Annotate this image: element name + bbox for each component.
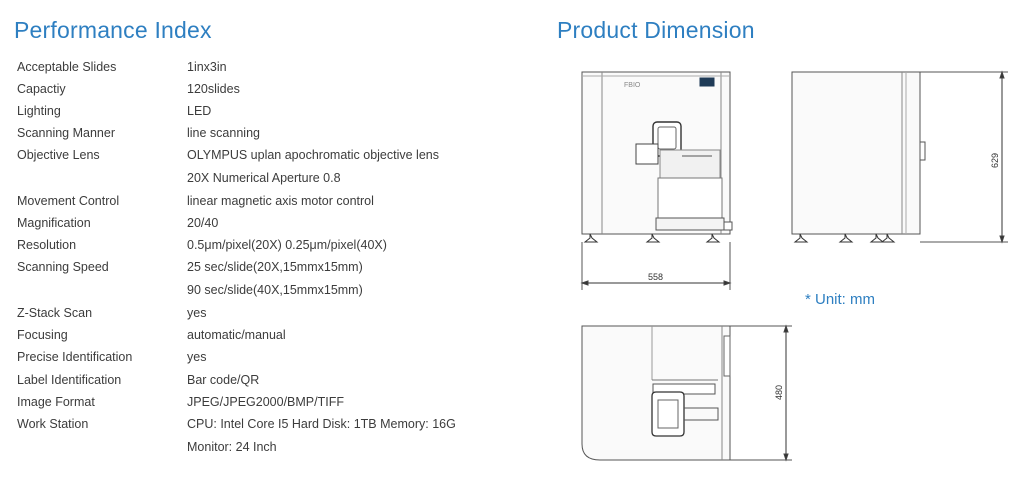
spec-key: Resolution (17, 238, 77, 252)
spec-key: Scanning Manner (17, 126, 115, 140)
spec-key: Magnification (17, 216, 91, 230)
spec-row-resolution: Resolution 0.5μm/pixel(20X) 0.25μm/pixel… (17, 234, 537, 256)
spec-value: CPU: Intel Core I5 Hard Disk: 1TB Memory… (187, 417, 456, 431)
spec-value: yes (187, 306, 207, 320)
spec-value: 120slides (187, 82, 240, 96)
spec-key: Scanning Speed (17, 260, 109, 274)
spec-key: Z-Stack Scan (17, 306, 93, 320)
spec-value: 25 sec/slide(20X,15mmx15mm) (187, 260, 363, 274)
spec-value: 20X Numerical Aperture 0.8 (187, 171, 341, 185)
front-view-drawing (580, 71, 733, 290)
spec-row-z-stack-scan: Z-Stack Scan yes (17, 302, 537, 324)
spec-row-magnification: Magnification 20/40 (17, 212, 537, 234)
spec-value: linear magnetic axis motor control (187, 194, 374, 208)
spec-key: Objective Lens (17, 148, 100, 162)
spec-value: Bar code/QR (187, 373, 260, 387)
spec-row-objective-lens-cont: 20X Numerical Aperture 0.8 (17, 167, 537, 189)
spec-row-precise-identification: Precise Identification yes (17, 346, 537, 368)
spec-row-lighting: Lighting LED (17, 100, 537, 122)
spec-value: Monitor: 24 Inch (187, 440, 277, 454)
spec-key: Image Format (17, 395, 95, 409)
spec-key: Work Station (17, 417, 89, 431)
unit-note: * Unit: mm (805, 291, 876, 308)
spec-row-focusing: Focusing automatic/manual (17, 324, 537, 346)
spec-row-capacity: Capactiy 120slides (17, 78, 537, 100)
spec-value: OLYMPUS uplan apochromatic objective len… (187, 148, 439, 162)
spec-key: Precise Identification (17, 350, 133, 364)
spec-value: JPEG/JPEG2000/BMP/TIFF (187, 395, 344, 409)
spec-value: yes (187, 350, 207, 364)
performance-index-title: Performance Index (14, 17, 212, 43)
spec-value: 90 sec/slide(40X,15mmx15mm) (187, 283, 363, 297)
height-label: 629 (990, 153, 1000, 168)
spec-row-work-station: Work Station CPU: Intel Core I5 Hard Dis… (17, 413, 537, 435)
spec-row-acceptable-slides: Acceptable Slides 1inx3in (17, 56, 537, 78)
spec-value: 20/40 (187, 216, 219, 230)
spec-value: 0.5μm/pixel(20X) 0.25μm/pixel(40X) (187, 238, 387, 252)
spec-row-movement-control: Movement Control linear magnetic axis mo… (17, 190, 537, 212)
depth-label: 480 (774, 385, 784, 400)
product-dimension-title: Product Dimension (557, 17, 755, 43)
width-label: 558 (648, 272, 663, 282)
spec-key: Lighting (17, 104, 61, 118)
spec-value: 1inx3in (187, 60, 227, 74)
spec-key: Capactiy (17, 82, 66, 96)
spec-row-work-station-cont: Monitor: 24 Inch (17, 436, 537, 458)
spec-key: Acceptable Slides (17, 60, 117, 74)
brand-label: FBIO (624, 82, 641, 89)
spec-value: automatic/manual (187, 328, 286, 342)
spec-key: Label Identification (17, 373, 122, 387)
side-view-drawing (791, 70, 1008, 244)
spec-row-label-identification: Label Identification Bar code/QR (17, 369, 537, 391)
spec-row-objective-lens: Objective Lens OLYMPUS uplan apochromati… (17, 144, 537, 166)
spec-row-scanning-speed: Scanning Speed 25 sec/slide(20X,15mmx15m… (17, 256, 537, 278)
spec-value: LED (187, 104, 212, 118)
spec-value: line scanning (187, 126, 260, 140)
spec-key: Focusing (17, 328, 68, 342)
spec-row-scanning-speed-cont: 90 sec/slide(40X,15mmx15mm) (17, 279, 537, 301)
spec-key: Movement Control (17, 194, 120, 208)
top-view-drawing (581, 324, 792, 462)
spec-row-image-format: Image Format JPEG/JPEG2000/BMP/TIFF (17, 391, 537, 413)
spec-row-scanning-manner: Scanning Manner line scanning (17, 122, 537, 144)
